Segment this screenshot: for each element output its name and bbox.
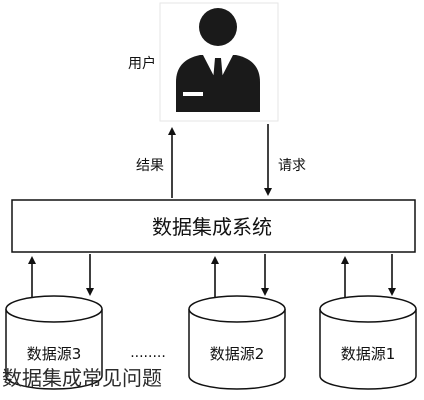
source-label-2: 数据源2	[210, 345, 265, 363]
result-arrow: 结果	[136, 127, 176, 198]
source-node-2: 数据源2	[188, 295, 286, 390]
user-label: 用户	[128, 55, 156, 72]
source-node-1: 数据源1	[319, 295, 417, 390]
request-label: 请求	[278, 158, 306, 174]
system-label: 数据集成系统	[152, 215, 272, 239]
user-business-icon	[176, 8, 260, 112]
result-label: 结果	[136, 158, 164, 174]
source-arrows	[28, 254, 396, 300]
ellipsis: ........	[130, 345, 166, 361]
user-node: 用户	[128, 2, 279, 122]
system-node: 数据集成系统	[11, 199, 416, 253]
source-node-3: 数据源3	[5, 295, 103, 390]
caption: 数据集成常见问题	[2, 366, 162, 390]
source-label-3: 数据源3	[27, 345, 82, 363]
request-arrow: 请求	[264, 124, 306, 196]
source-label-1: 数据源1	[341, 345, 396, 363]
